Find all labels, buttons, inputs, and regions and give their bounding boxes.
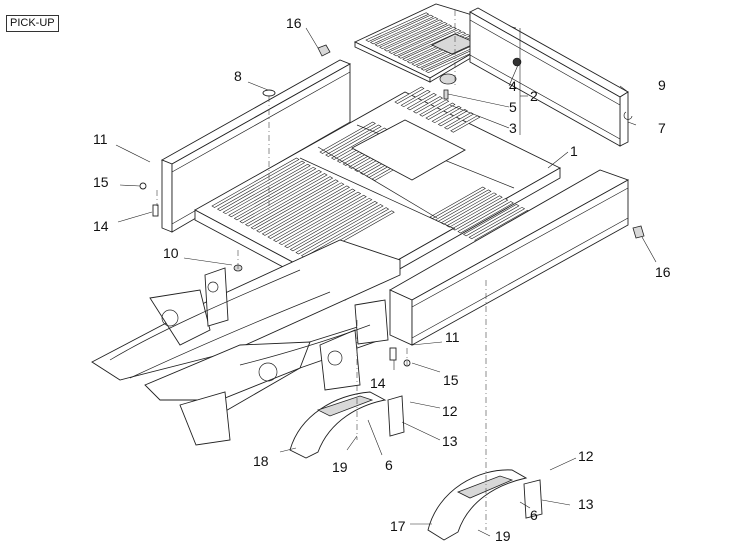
bed-slot [273, 191, 362, 242]
callout-6-upper: 6 [385, 457, 393, 473]
bed-slot [250, 179, 339, 230]
leader-lines [115, 27, 657, 537]
tailgate-slot [374, 17, 439, 47]
bed-slot [450, 115, 481, 133]
bed-slot [267, 188, 356, 239]
bed-slot [425, 102, 456, 120]
pin-5-icon [443, 89, 449, 100]
callout-13-upper: 13 [442, 433, 458, 449]
right-side-board [389, 169, 630, 346]
callout-14-left: 14 [93, 218, 109, 234]
callout-1: 1 [570, 143, 578, 159]
callout-18: 18 [253, 453, 269, 469]
fender-rear [289, 391, 387, 459]
callout-14-right: 14 [370, 375, 386, 391]
chassis-frame [91, 239, 401, 446]
bed-slot [278, 194, 367, 246]
callout-4: 4 [509, 78, 517, 94]
bed-slot [406, 93, 437, 111]
bolt-4-icon [439, 57, 522, 85]
rear-side-board [160, 59, 352, 233]
callout-15-right: 15 [443, 372, 459, 388]
callout-16-upper: 16 [286, 15, 302, 31]
bed-slot [394, 86, 425, 104]
bed-slot [419, 99, 450, 117]
fender-front [427, 469, 528, 541]
callout-6-lower: 6 [530, 507, 538, 523]
tailgate-slot [379, 19, 444, 50]
callout-3: 3 [509, 120, 517, 136]
bed-slot [413, 96, 444, 114]
bed-slot [446, 195, 503, 228]
bed-slot [400, 89, 431, 108]
bed-slot [451, 198, 509, 231]
callout-labels: 1 2 3 4 5 6 6 7 8 9 10 11 11 12 12 13 13… [93, 15, 671, 544]
nut-16-lower-icon [632, 225, 645, 239]
bed-slot [325, 124, 382, 157]
bed-slot [217, 160, 306, 211]
bed-slot [233, 170, 322, 221]
callout-17: 17 [390, 518, 406, 534]
callout-19-upper: 19 [332, 459, 348, 475]
tailgate-slot [392, 26, 457, 57]
clip-7-icon [623, 111, 633, 120]
bed-slot [261, 185, 350, 236]
callout-5: 5 [509, 99, 517, 115]
bed-slot [468, 206, 526, 240]
bed-slot [295, 204, 384, 255]
bed-slot [457, 201, 514, 234]
callout-11-left: 11 [93, 131, 108, 147]
bracket-14-left-icon [152, 204, 159, 217]
callout-12-lower: 12 [578, 448, 594, 464]
bed-slot [245, 176, 334, 227]
callout-13-lower: 13 [578, 496, 594, 512]
callout-11-right: 11 [445, 329, 460, 345]
bed-slot [437, 109, 468, 127]
bed-slot [463, 204, 520, 237]
bed-slot [211, 157, 300, 208]
bed-slot [256, 182, 345, 233]
mud-flap-upper [387, 395, 405, 437]
tailgate-slot [383, 21, 448, 52]
tailgate-slot [397, 29, 462, 59]
tailgate-slot [365, 12, 430, 42]
screw-15-left-icon [139, 182, 147, 190]
bolt-8-icon [262, 89, 276, 97]
callout-19-lower: 19 [495, 528, 511, 544]
tailgate-slot [369, 14, 434, 45]
bed-slot [284, 197, 373, 249]
callout-10: 10 [163, 245, 179, 261]
nut-16-upper-icon [317, 44, 331, 57]
bed-slot [289, 201, 378, 252]
callout-15-left: 15 [93, 174, 109, 190]
callout-16-lower: 16 [655, 264, 671, 280]
tailgate-slot [388, 24, 453, 54]
callout-9: 9 [658, 77, 666, 93]
front-side-board [469, 7, 629, 147]
callout-12-upper: 12 [442, 403, 458, 419]
bed-slot [239, 173, 328, 224]
bracket-14-right-icon [389, 347, 397, 361]
view-tag: PICK-UP [6, 15, 59, 32]
bed-slot [222, 163, 311, 215]
callout-8: 8 [234, 68, 242, 84]
callout-7: 7 [658, 120, 666, 136]
callout-2: 2 [530, 88, 538, 104]
bed-slot [431, 105, 462, 124]
mud-flap-lower [523, 479, 543, 519]
bed-slot [228, 166, 317, 218]
bed-slot [319, 121, 376, 154]
